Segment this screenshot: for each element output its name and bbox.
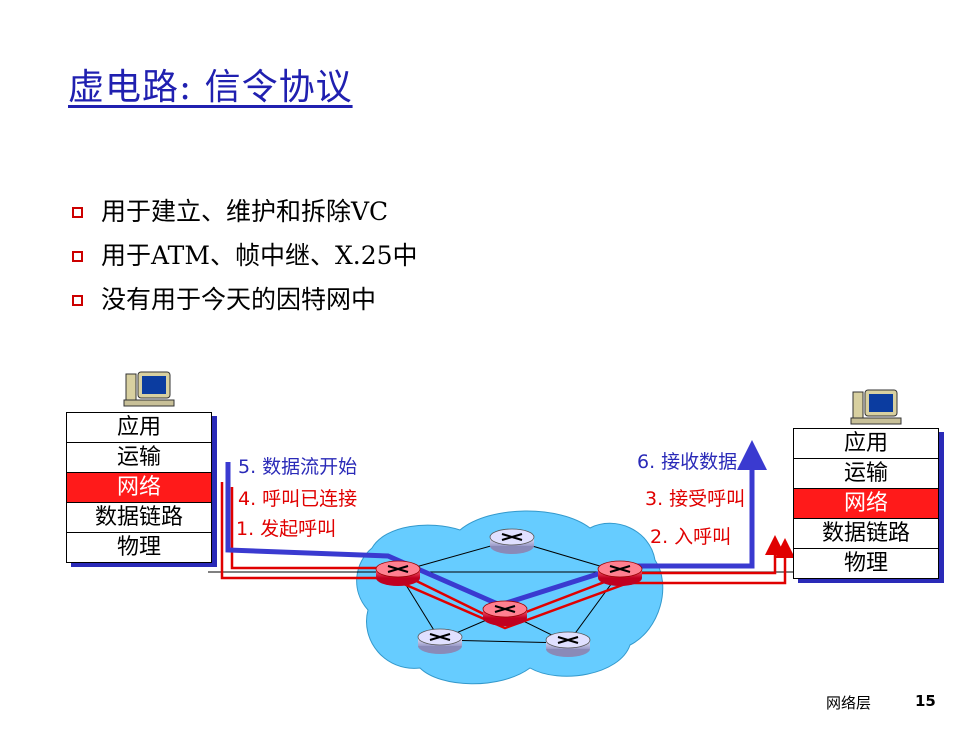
left-protocol-stack: 应用 运输 网络 数据链路 物理: [66, 412, 212, 563]
footer-chapter: 网络层: [826, 694, 872, 712]
router-icon: [482, 600, 528, 626]
square-bullet-icon: [72, 206, 83, 218]
footer-page-number: 15: [915, 692, 936, 710]
step-2-label: 2. 入呼叫: [650, 526, 732, 548]
layer-network: 网络: [794, 489, 938, 519]
step-6-label: 6. 接收数据: [637, 451, 738, 473]
right-host-computer-icon: [850, 389, 902, 425]
bullet-item: 用于ATM、帧中继、X.25中: [72, 234, 418, 278]
bullet-list: 用于建立、维护和拆除VC 用于ATM、帧中继、X.25中 没有用于今天的因特网中: [72, 190, 418, 322]
bullet-text: 没有用于今天的因特网中: [101, 285, 377, 314]
step-1-label: 1. 发起呼叫: [236, 518, 337, 540]
bullet-item: 没有用于今天的因特网中: [72, 278, 418, 322]
router-icon: [545, 631, 591, 657]
step-4-label: 4. 呼叫已连接: [238, 488, 358, 510]
layer-transport: 运输: [794, 459, 938, 489]
square-bullet-icon: [72, 294, 83, 306]
layer-physical: 物理: [116, 535, 161, 560]
layer-link: 数据链路: [67, 503, 211, 533]
step-5-label: 5. 数据流开始: [238, 456, 358, 478]
layer-link: 数据链路: [794, 519, 938, 549]
layer-physical: 物理: [843, 551, 888, 576]
square-bullet-icon: [72, 250, 83, 262]
bullet-text: 用于建立、维护和拆除VC: [101, 197, 389, 226]
layer-transport: 运输: [67, 443, 211, 473]
left-host-computer-icon: [123, 371, 175, 407]
bullet-text: 用于ATM、帧中继、X.25中: [101, 241, 418, 270]
bullet-item: 用于建立、维护和拆除VC: [72, 190, 418, 234]
slide-title: 虚电路: 信令协议: [68, 67, 353, 108]
router-icon: [417, 628, 463, 654]
layer-application: 应用: [794, 429, 938, 459]
router-icon: [597, 560, 643, 586]
router-icon: [489, 528, 535, 554]
layer-application: 应用: [67, 413, 211, 443]
router-icon: [375, 560, 421, 586]
right-protocol-stack: 应用 运输 网络 数据链路 物理: [793, 428, 939, 579]
layer-network: 网络: [67, 473, 211, 503]
step-3-label: 3. 接受呼叫: [645, 488, 746, 510]
